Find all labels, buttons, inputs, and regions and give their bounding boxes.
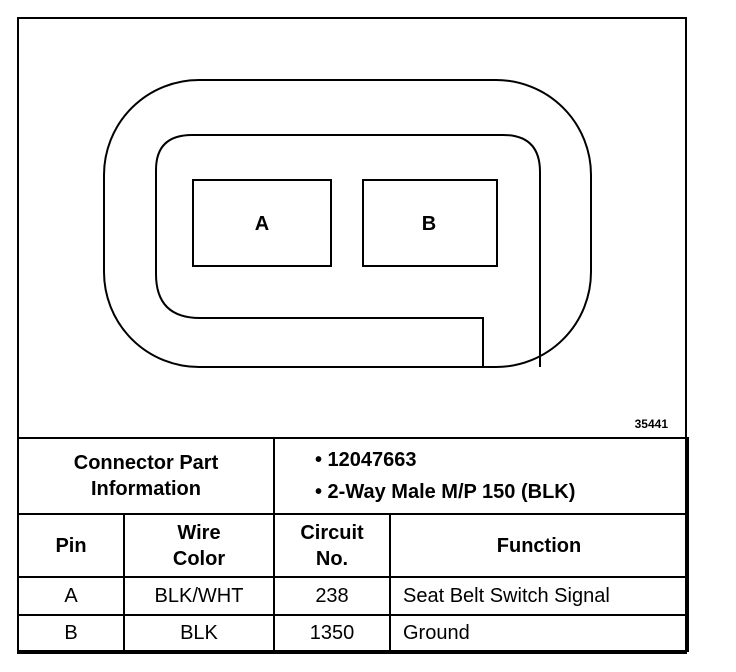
terminal-a-label: A bbox=[255, 213, 269, 235]
terminal-b bbox=[362, 179, 498, 267]
wire-color-cell: BLK/WHT bbox=[123, 576, 275, 616]
terminal-b-label: B bbox=[422, 213, 436, 235]
connector-frame bbox=[17, 17, 687, 654]
connector-part-values-cell: • 12047663 • 2-Way Male M/P 150 (BLK) bbox=[273, 437, 689, 515]
table-row: B BLK 1350 Ground bbox=[17, 614, 689, 652]
part-number: • 12047663 bbox=[315, 449, 417, 471]
wire-color-header: Wire Color bbox=[123, 513, 275, 578]
figure-number: 35441 bbox=[635, 417, 669, 431]
circuit-cell: 1350 bbox=[273, 614, 391, 652]
part-description: • 2-Way Male M/P 150 (BLK) bbox=[315, 481, 576, 503]
column-header-row: Pin Wire Color Circuit No. Function bbox=[17, 513, 689, 578]
function-header: Function bbox=[389, 513, 689, 578]
connector-diagram: A B 35441 bbox=[103, 79, 669, 431]
table-row: A BLK/WHT 238 Seat Belt Switch Signal bbox=[17, 576, 689, 616]
function-cell: Ground bbox=[389, 614, 689, 652]
connector-outer-body bbox=[103, 79, 592, 368]
function-cell: Seat Belt Switch Signal bbox=[389, 576, 689, 616]
terminal-a bbox=[192, 179, 332, 267]
connector-part-label-cell: Connector Part Information bbox=[17, 437, 275, 515]
pin-cell: A bbox=[17, 576, 125, 616]
connector-part-label-line2: Information bbox=[91, 478, 201, 500]
connector-inner-outline bbox=[155, 134, 541, 367]
pin-cell: B bbox=[17, 614, 125, 652]
connector-info-table: Connector Part Information • 12047663 • … bbox=[17, 437, 689, 652]
circuit-cell: 238 bbox=[273, 576, 391, 616]
circuit-header: Circuit No. bbox=[273, 513, 391, 578]
connector-part-label-line1: Connector Part bbox=[73, 452, 219, 474]
pin-header: Pin bbox=[17, 513, 125, 578]
wire-color-cell: BLK bbox=[123, 614, 275, 652]
connector-part-row: Connector Part Information • 12047663 • … bbox=[17, 437, 689, 515]
